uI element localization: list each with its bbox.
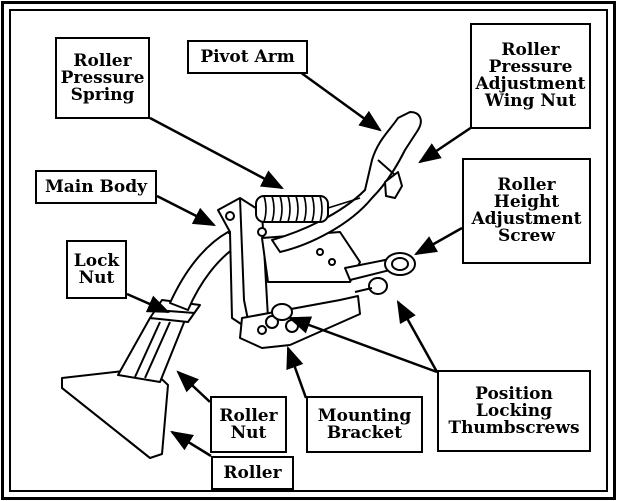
label-lock-nut: Lock Nut (66, 240, 127, 299)
arrow-mounting-bracket (286, 345, 308, 399)
thumbscrew-left-shape (271, 303, 293, 321)
arrow-roller-nut (176, 370, 211, 403)
arrow-thumbscrew-left (287, 316, 438, 374)
label-roller-pressure-adjustment-wing-nut: Roller Pressure Adjustment Wing Nut (470, 23, 591, 129)
label-roller: Roller (211, 456, 294, 490)
wing-nut-shape (384, 171, 403, 199)
roller-nut-shape (117, 317, 186, 383)
arrow-wing-nut (418, 123, 476, 164)
label-pivot-arm: Pivot Arm (187, 40, 308, 74)
arrow-height-screw (414, 226, 463, 256)
pivot-arm-shape (271, 111, 422, 253)
label-position-locking-thumbscrews: Position Locking Thumbscrews (437, 370, 591, 452)
label-roller-height-adjustment-screw: Roller Height Adjustment Screw (462, 158, 591, 264)
arrow-pivot-arm (299, 70, 382, 132)
arrow-main-body (156, 194, 217, 227)
label-roller-pressure-spring: Roller Pressure Spring (55, 37, 150, 119)
arrow-thumbscrew-right (396, 300, 439, 373)
label-main-body: Main Body (35, 170, 157, 204)
inner-frame (9, 9, 608, 492)
arrow-roller (170, 430, 212, 458)
thumbscrew-right-shape (368, 277, 388, 295)
arrow-spring (149, 116, 284, 190)
arrow-lock-nut (126, 292, 171, 314)
label-roller-nut: Roller Nut (210, 396, 287, 453)
label-mounting-bracket: Mounting Bracket (306, 396, 423, 453)
